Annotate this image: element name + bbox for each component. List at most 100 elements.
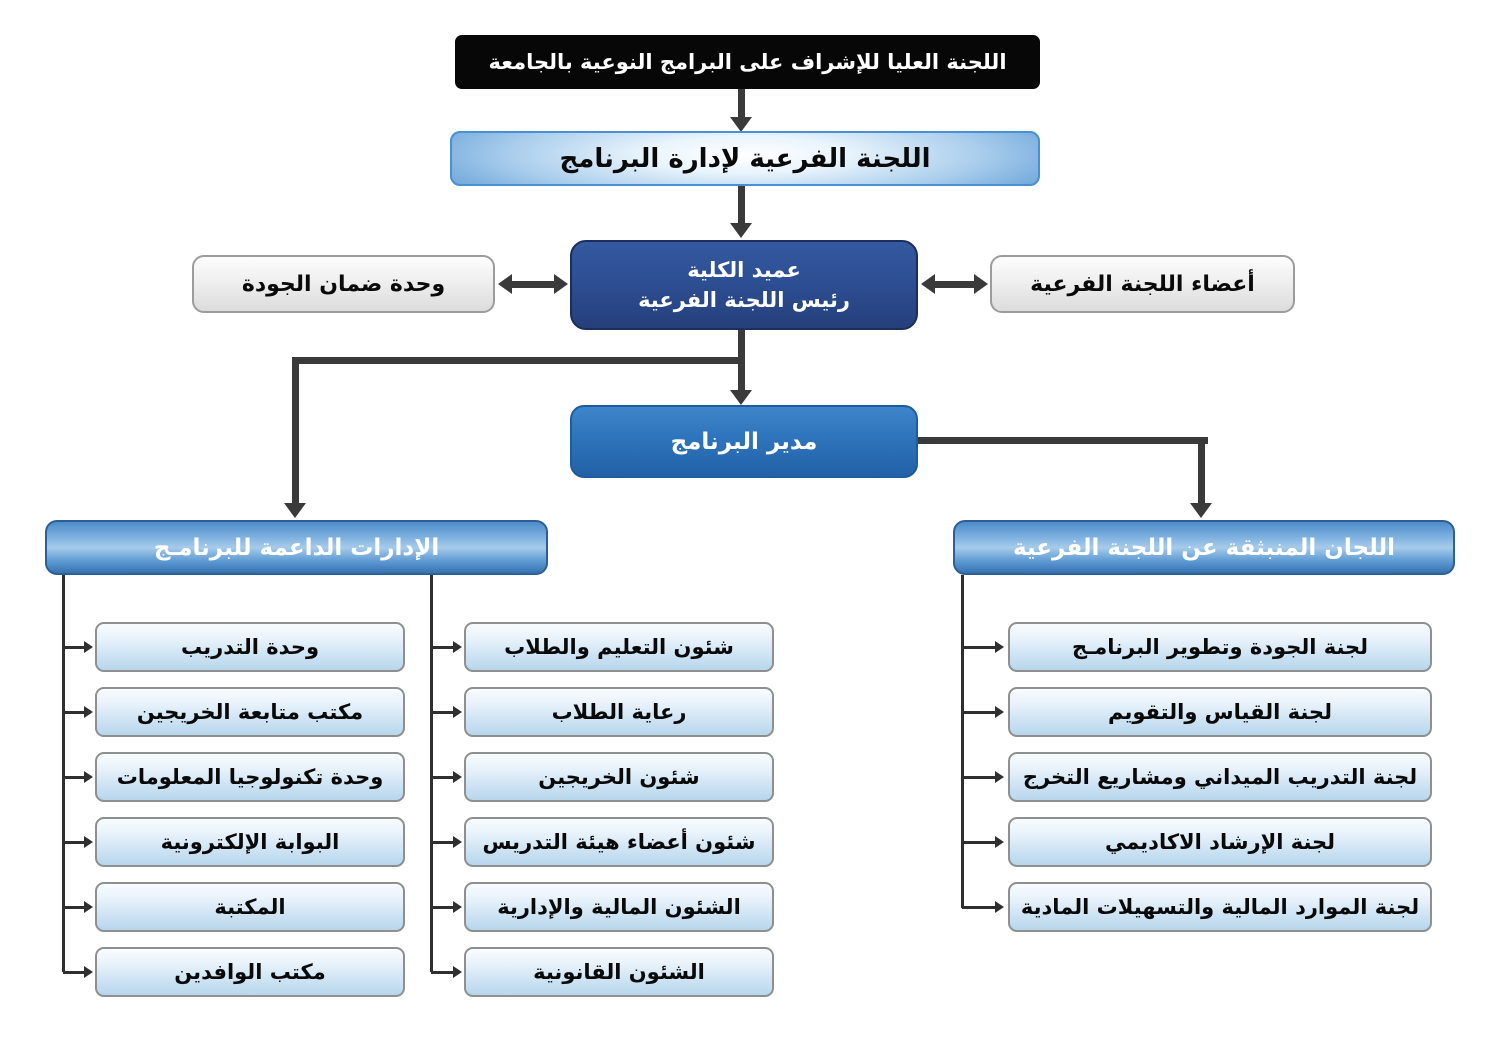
branch-arrowhead — [84, 836, 93, 848]
committee-academic-advising: لجنة الإرشاد الاكاديمي — [1008, 817, 1432, 867]
branch-arrow — [63, 901, 93, 913]
branch-arrowhead — [84, 641, 93, 653]
connector-drop-director — [738, 360, 745, 392]
branch-arrowhead — [453, 901, 462, 913]
branch-arrow — [63, 966, 93, 978]
double-arrow-dean-quality-unit — [498, 274, 568, 295]
trunk-right-column — [961, 575, 964, 908]
item-label: وحدة تكنولوجيا المعلومات — [116, 765, 384, 789]
branch-arrowhead — [453, 836, 462, 848]
dean-box: عميد الكلية رئيس اللجنة الفرعية — [570, 240, 918, 330]
branch-arrow — [962, 641, 1004, 653]
item-label: وحدة التدريب — [180, 635, 320, 659]
item-label: لجنة الموارد المالية والتسهيلات المادية — [1020, 895, 1420, 919]
connector-dean-stem — [738, 330, 745, 360]
arrowhead-top-to-subbar — [730, 117, 752, 132]
double-arrow-dean-members — [921, 274, 988, 295]
dept-graduates-affairs: شئون الخريجين — [464, 752, 774, 802]
branch-arrow — [962, 836, 1004, 848]
dept-legal-affairs: الشئون القانونية — [464, 947, 774, 997]
item-label: رعاية الطلاب — [551, 700, 687, 724]
double-arrow-line — [508, 281, 558, 288]
branch-arrow — [431, 901, 462, 913]
branch-arrow — [63, 771, 93, 783]
arrowhead-right-header — [1190, 503, 1212, 518]
branch-arrow — [431, 706, 462, 718]
branch-arrow — [63, 641, 93, 653]
connector-dean-split — [292, 357, 745, 364]
branch-arrowhead — [995, 901, 1004, 913]
dept-library: المكتبة — [95, 882, 405, 932]
arrowhead-left-header — [284, 503, 306, 518]
branch-arrowhead — [453, 966, 462, 978]
branch-arrowhead — [995, 836, 1004, 848]
supreme-committee-label: اللجنة العليا للإشراف على البرامج النوعي… — [488, 50, 1007, 74]
item-label: لجنة القياس والتقويم — [1108, 700, 1332, 724]
branch-arrow — [431, 771, 462, 783]
branch-arrow — [962, 771, 1004, 783]
dept-education-student-affairs: شئون التعليم والطلاب — [464, 622, 774, 672]
branch-arrowhead — [995, 641, 1004, 653]
supporting-departments-header: الإدارات الداعمة للبرنامـج — [45, 520, 548, 575]
branch-arrow — [962, 706, 1004, 718]
committees-header: اللجان المنبثقة عن اللجنة الفرعية — [953, 520, 1455, 575]
dept-it-unit: وحدة تكنولوجيا المعلومات — [95, 752, 405, 802]
item-label: الشئون المالية والإدارية — [497, 895, 741, 919]
quality-assurance-unit-box: وحدة ضمان الجودة — [192, 255, 495, 313]
connector-drop-right-header — [1198, 437, 1205, 505]
arrowhead-right — [554, 274, 568, 294]
arrowhead-right — [974, 274, 988, 294]
program-director-box: مدير البرنامج — [570, 405, 918, 478]
branch-arrowhead — [453, 641, 462, 653]
branch-arrowhead — [84, 706, 93, 718]
branch-arrowhead — [995, 706, 1004, 718]
dept-financial-admin-affairs: الشئون المالية والإدارية — [464, 882, 774, 932]
arrowhead-left — [921, 274, 935, 294]
committees-header-label: اللجان المنبثقة عن اللجنة الفرعية — [1012, 534, 1396, 561]
supporting-departments-header-label: الإدارات الداعمة للبرنامـج — [153, 534, 440, 561]
subcommittee-bar-label: اللجنة الفرعية لإدارة البرنامج — [559, 143, 931, 174]
item-label: شئون الخريجين — [538, 765, 700, 789]
dean-title-line2: رئيس اللجنة الفرعية — [638, 288, 850, 312]
committee-quality-program-development: لجنة الجودة وتطوير البرنامـج — [1008, 622, 1432, 672]
dept-electronic-portal: البوابة الإلكترونية — [95, 817, 405, 867]
item-label: مكتب متابعة الخريجين — [136, 700, 364, 724]
branch-arrowhead — [84, 901, 93, 913]
item-label: شئون أعضاء هيئة التدريس — [482, 830, 756, 854]
connector-drop-left-header — [292, 357, 299, 505]
subcommittee-members-label: أعضاء اللجنة الفرعية — [1030, 271, 1255, 297]
branch-arrow — [63, 836, 93, 848]
item-label: لجنة التدريب الميداني ومشاريع التخرج — [1022, 765, 1418, 789]
committee-field-training-graduation-projects: لجنة التدريب الميداني ومشاريع التخرج — [1008, 752, 1432, 802]
supreme-committee-box: اللجنة العليا للإشراف على البرامج النوعي… — [455, 35, 1040, 89]
connector-top-to-subbar — [738, 89, 745, 119]
item-label: الشئون القانونية — [533, 960, 705, 984]
connector-director-right — [918, 437, 1208, 444]
connector-subbar-to-dean — [738, 186, 745, 224]
branch-arrow — [431, 966, 462, 978]
trunk-left-column-a — [62, 575, 65, 972]
dept-graduates-followup-office: مكتب متابعة الخريجين — [95, 687, 405, 737]
item-label: شئون التعليم والطلاب — [504, 635, 734, 659]
quality-assurance-unit-label: وحدة ضمان الجودة — [241, 271, 446, 297]
dept-student-welfare: رعاية الطلاب — [464, 687, 774, 737]
subcommittee-members-box: أعضاء اللجنة الفرعية — [990, 255, 1295, 313]
program-director-label: مدير البرنامج — [670, 428, 818, 455]
arrowhead-left — [498, 274, 512, 294]
branch-arrowhead — [84, 771, 93, 783]
committee-measurement-evaluation: لجنة القياس والتقويم — [1008, 687, 1432, 737]
branch-arrow — [431, 836, 462, 848]
dean-title-line1: عميد الكلية — [687, 257, 801, 282]
arrowhead-director — [730, 390, 752, 405]
branch-arrowhead — [84, 966, 93, 978]
double-arrow-line — [931, 281, 978, 288]
dept-faculty-affairs: شئون أعضاء هيئة التدريس — [464, 817, 774, 867]
arrowhead-subbar-to-dean — [730, 223, 752, 238]
item-label: لجنة الجودة وتطوير البرنامـج — [1071, 635, 1369, 659]
dept-training-unit: وحدة التدريب — [95, 622, 405, 672]
branch-arrow — [431, 641, 462, 653]
branch-arrowhead — [453, 771, 462, 783]
item-label: المكتبة — [214, 895, 286, 919]
committee-financial-resources-facilities: لجنة الموارد المالية والتسهيلات المادية — [1008, 882, 1432, 932]
